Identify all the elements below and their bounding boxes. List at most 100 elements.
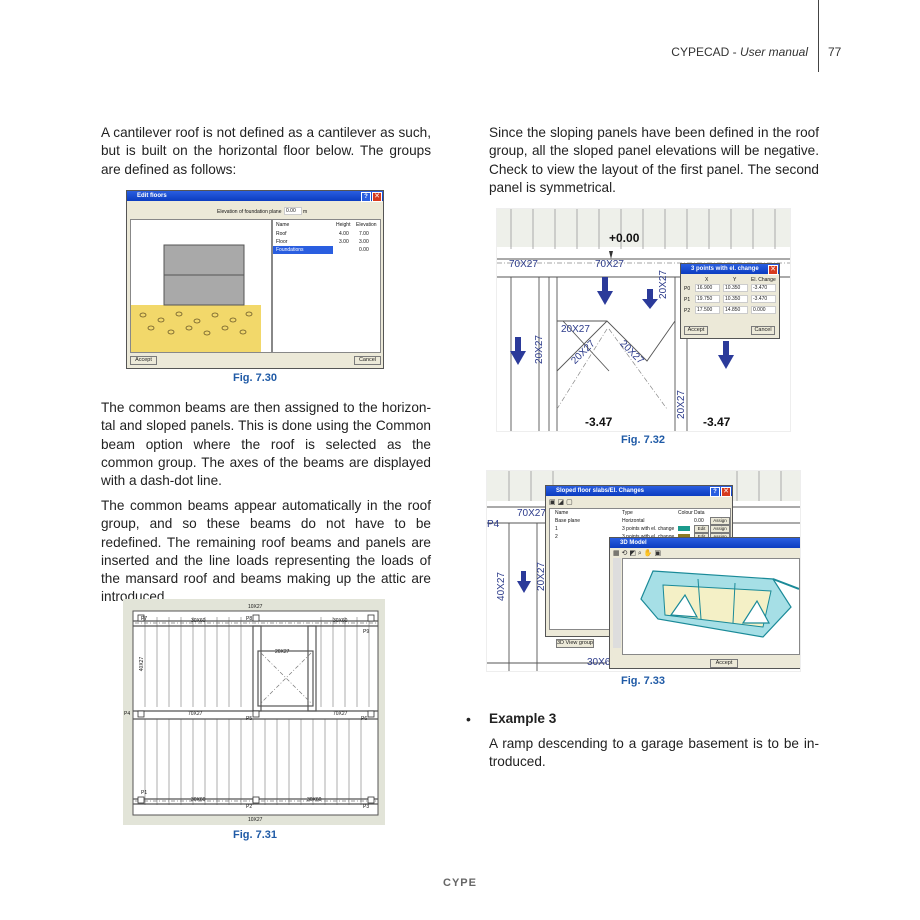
beam-20x27-panel: 20X27 [561,324,590,335]
cancel-button[interactable]: Cancel [751,326,775,335]
footer-brand: CYPE [443,877,477,889]
accept-button[interactable]: Accept [710,659,738,668]
toolbar-icons[interactable]: ▣ ◪ ▢ [549,499,573,506]
colour-swatch [678,534,690,539]
elevation-left: -3.47 [585,415,613,429]
fig-7-31-caption: Fig. 7.31 [233,829,278,841]
point-label: P0 [684,286,691,292]
table-row[interactable]: 1 3 points with el. change Edit Assign [550,525,730,533]
example-3-text: A ramp descending to a garage basement i… [489,736,819,770]
edit-floors-dialog: Edit floors ? ✕ Elevation of foundation … [126,190,384,369]
elevation-top: +0.00 [609,231,640,245]
sloped-panel-figure: +0.00 70X27 70X27 20X27 20X27 20X27 20X2… [496,208,791,432]
elevation-unit: m [303,209,308,215]
beam-label-mid: 70X27 [595,259,624,270]
column-p1: P1 [141,790,148,796]
col-name: Name [276,222,290,228]
x-input[interactable]: 17.500 [695,306,720,314]
row-name: Roof [276,231,287,237]
close-icon[interactable]: ✕ [372,192,382,202]
page-number: 77 [828,45,842,59]
cancel-button[interactable]: Cancel [354,356,381,365]
el-change-input[interactable]: -3.470 [751,295,776,303]
beam-40x27-label: 40X27 [495,572,507,601]
header-divider [818,0,819,72]
el-change-input[interactable]: -3.470 [751,284,776,292]
edit-button[interactable]: Edit [694,525,709,533]
help-icon[interactable]: ? [361,192,371,202]
table-row[interactable]: Base plane Horizontal 0.00 Assign [550,517,730,525]
x-input[interactable]: 16.900 [695,284,720,292]
dialog-title: 3D Model [620,540,647,546]
left-paragraph-1: A cantilever roof is not defined as a ca… [101,125,431,177]
row-name: 2 [555,534,558,540]
col-height: Height [336,222,351,228]
right-paragraph-1: Since the sloping panels have been defin… [489,125,819,195]
accept-button[interactable]: Accept [130,356,157,365]
y-input[interactable]: 10.350 [723,295,748,303]
beam-label-bottom: 10X27 [248,817,263,823]
col-el-change: El. Change [751,277,776,283]
row-type: Horizontal [622,518,645,524]
model-toolbar[interactable]: ▦ ⟲ ◩ ⌕ ✋ ▣ [613,550,662,557]
dialog-titlebar: 3 points with el. change ✕ [681,264,779,275]
left-paragraph-2: The common beams are then assigned to th… [101,400,431,489]
dialog-title: 3 points with el. change [691,266,759,272]
close-icon[interactable]: ✕ [768,265,778,275]
x-input[interactable]: 19.750 [695,295,720,303]
column-p5: P5 [246,716,253,722]
elevation-input[interactable]: 0.00 [284,207,302,215]
beam-30x60-a: 30X60 [191,618,206,624]
row-name: Base plane [555,518,581,524]
floor-preview [130,219,272,353]
col-data: Data [694,510,705,516]
col-elevation: Elevation [356,222,377,228]
beam-30x60-d: 30X60 [307,797,322,803]
beam-30x60-b: 30X60 [333,618,348,624]
elevation-right: -3.47 [703,415,731,429]
column-p8: P8 [246,616,253,622]
bullet-icon: • [466,711,471,727]
three-points-dialog: 3 points with el. change✕ X Y El. Change… [680,263,780,339]
column-p3: P3 [363,804,370,810]
table-row-selected[interactable]: Foundations [273,246,333,254]
y-input[interactable]: 10.350 [723,284,748,292]
floor-stack-drawing [131,244,261,352]
beam-label-left: 70X27 [509,259,538,270]
table-row[interactable]: Floor 3.00 3.00 [273,238,380,246]
fig-7-32-caption: Fig. 7.32 [621,434,666,446]
assign-button[interactable]: Assign [710,517,730,525]
row-name: Floor [276,239,288,245]
point-label: P1 [684,297,691,303]
row-data: 0.00 [694,518,704,524]
tool-palette[interactable] [613,558,621,648]
left-paragraph-3: The common beams appear automatically in… [101,498,431,605]
row-height: 3.00 [339,239,349,245]
beam-70x27-b: 70X27 [333,711,348,717]
beam-30x60-label: 30X60 [587,657,616,668]
col-name: Name [555,510,569,516]
view-3d-group-button[interactable]: 3D View group [556,639,594,648]
help-icon[interactable]: ? [710,487,720,497]
model-viewport[interactable] [622,558,800,655]
example-3-heading: Example 3 [489,711,557,726]
column-p9: P9 [363,629,370,635]
column-p7: P7 [141,616,148,622]
model-3d-window: 3D Model ▦ ⟲ ◩ ⌕ ✋ ▣ Accept [609,537,800,669]
accept-button[interactable]: Accept [684,326,708,335]
roof-plan-figure: 10X27 P7 P8 P9 30X60 30X60 20X27 P4 70X2… [123,599,385,825]
close-icon[interactable]: ✕ [721,487,731,497]
beam-20x27-right: 20X27 [675,390,687,419]
dialog-title: Edit floors [137,193,167,199]
row-elevation: 7.00 [359,231,369,237]
column-p4: P4 [487,519,500,530]
elevation-label: Elevation of foundation plane [217,209,282,215]
dialog-title: Sloped floor slabs/El. Changes [556,488,645,494]
y-input[interactable]: 14.850 [723,306,748,314]
beam-20x27: 20X27 [275,649,290,655]
el-change-input[interactable]: 0.000 [751,306,776,314]
colour-swatch [678,526,690,531]
table-row[interactable]: Roof 4.00 7.00 [273,230,380,238]
assign-button[interactable]: Assign [710,525,730,533]
